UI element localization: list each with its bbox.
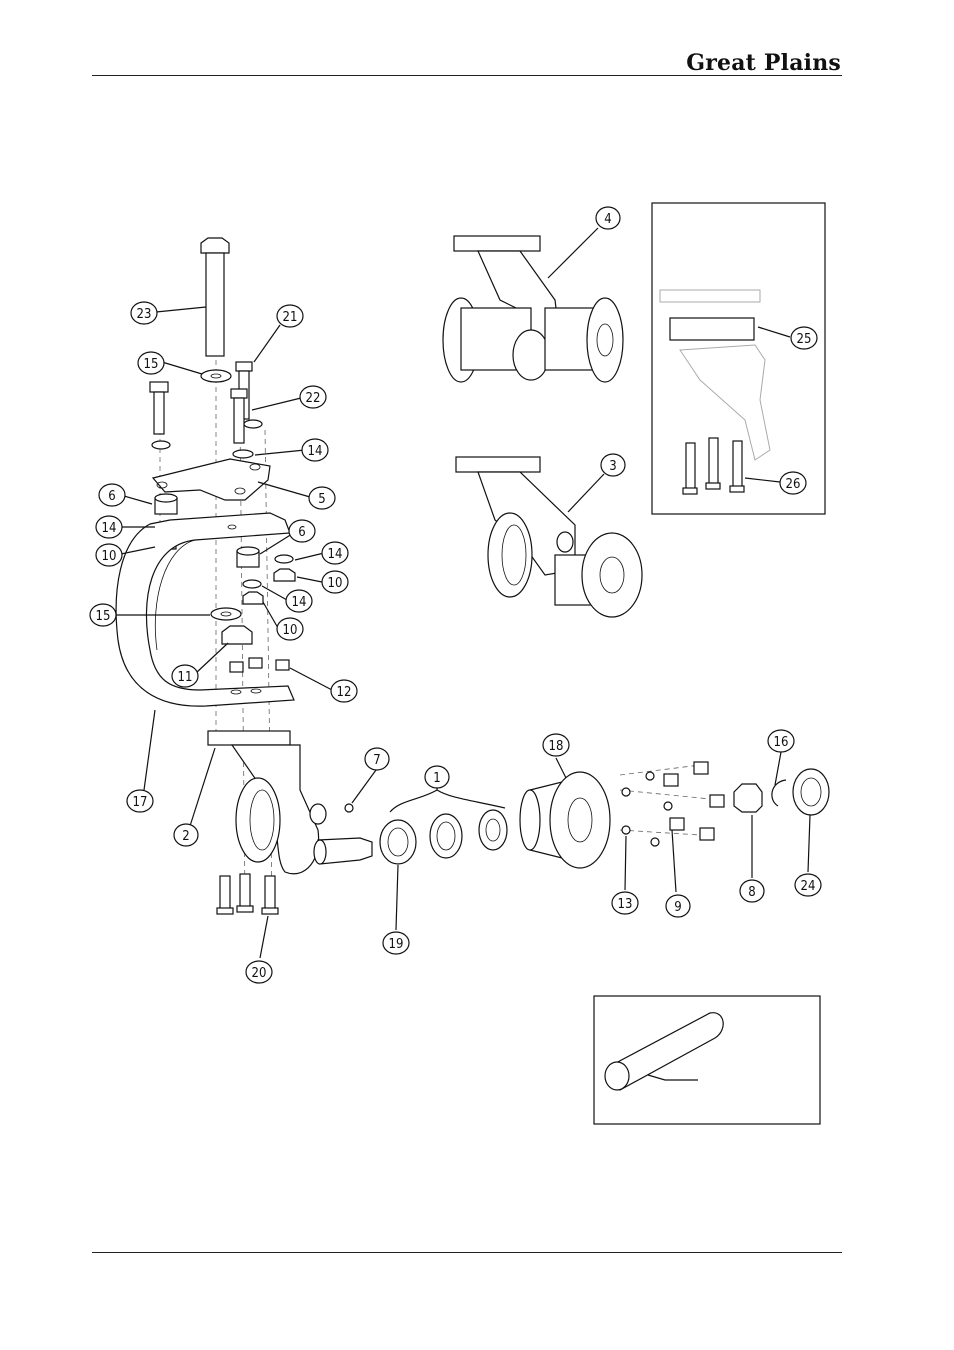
svg-text:14: 14 (102, 521, 117, 536)
callout-15-bottom: 15 (90, 604, 116, 626)
callout-14-c: 14 (322, 542, 348, 564)
svg-text:16: 16 (774, 735, 789, 750)
callout-24: 24 (795, 874, 821, 896)
callout-1: 1 (425, 766, 449, 788)
long-bolt-part (201, 238, 229, 356)
svg-text:14: 14 (292, 595, 307, 610)
svg-text:9: 9 (674, 900, 681, 915)
svg-text:4: 4 (604, 212, 611, 227)
callout-22: 22 (300, 386, 326, 408)
svg-text:6: 6 (108, 489, 115, 504)
callout-10-c: 10 (277, 618, 303, 640)
callout-4: 4 (596, 207, 620, 229)
castle-nut-part (734, 784, 762, 812)
callout-3: 3 (601, 454, 625, 476)
spacer-part (155, 494, 177, 514)
hub-bracket-part-3 (456, 457, 642, 617)
svg-text:14: 14 (308, 444, 323, 459)
svg-text:25: 25 (797, 332, 812, 347)
svg-text:14: 14 (328, 547, 343, 562)
callout-11: 11 (172, 665, 198, 687)
svg-text:20: 20 (252, 966, 267, 981)
svg-text:18: 18 (549, 739, 564, 754)
callout-6-left: 6 (99, 484, 125, 506)
callout-12: 12 (331, 680, 357, 702)
callout-10-a: 10 (96, 544, 122, 566)
callout-5: 5 (309, 487, 335, 509)
svg-text:5: 5 (318, 492, 325, 507)
bearing-part (430, 814, 462, 858)
hub-bracket-part-4 (443, 236, 623, 382)
svg-text:26: 26 (786, 477, 801, 492)
callout-13: 13 (612, 892, 638, 914)
callout-7: 7 (365, 748, 389, 770)
svg-text:22: 22 (306, 391, 321, 406)
svg-text:3: 3 (609, 459, 616, 474)
svg-text:7: 7 (373, 753, 380, 768)
svg-text:19: 19 (389, 937, 404, 952)
svg-text:8: 8 (748, 885, 755, 900)
svg-text:23: 23 (137, 307, 152, 322)
hub-part (520, 772, 610, 868)
svg-text:13: 13 (618, 897, 633, 912)
callout-19: 19 (383, 932, 409, 954)
svg-text:21: 21 (283, 310, 298, 325)
callout-2: 2 (174, 824, 198, 846)
callout-14-a: 14 (302, 439, 328, 461)
callout-10-b: 10 (322, 571, 348, 593)
inset-pin-part (605, 1013, 723, 1090)
svg-text:17: 17 (133, 795, 148, 810)
spindle-bracket-part (208, 731, 326, 874)
bolt-set-part (217, 874, 278, 914)
svg-text:6: 6 (298, 525, 305, 540)
callout-18: 18 (543, 734, 569, 756)
callout-26: 26 (780, 472, 806, 494)
callout-21: 21 (277, 305, 303, 327)
callout-9: 9 (666, 895, 690, 917)
callout-23: 23 (131, 302, 157, 324)
svg-text:10: 10 (283, 623, 298, 638)
seal-part (380, 820, 416, 864)
svg-text:12: 12 (337, 685, 352, 700)
callout-17: 17 (127, 790, 153, 812)
callout-15-top: 15 (138, 352, 164, 374)
svg-text:15: 15 (96, 609, 111, 624)
svg-text:10: 10 (102, 549, 117, 564)
callout-25: 25 (791, 327, 817, 349)
svg-text:24: 24 (801, 879, 816, 894)
dust-cap-part (793, 769, 829, 815)
svg-text:1: 1 (433, 771, 440, 786)
callout-14-d: 14 (286, 590, 312, 612)
svg-text:11: 11 (178, 670, 193, 685)
spacer-part-right (237, 547, 259, 567)
lug-bolts-part (622, 762, 724, 846)
callout-20: 20 (246, 961, 272, 983)
callout-8: 8 (740, 880, 764, 902)
callout-14-b: 14 (96, 516, 122, 538)
svg-text:10: 10 (328, 576, 343, 591)
inset-bracket-assembly (660, 290, 770, 494)
cotter-pin-part (772, 780, 786, 806)
large-nut-part (222, 626, 252, 644)
washer-part (201, 370, 231, 382)
svg-text:15: 15 (144, 357, 159, 372)
svg-text:2: 2 (182, 829, 189, 844)
callout-6-right: 6 (289, 520, 315, 542)
callout-16: 16 (768, 730, 794, 752)
